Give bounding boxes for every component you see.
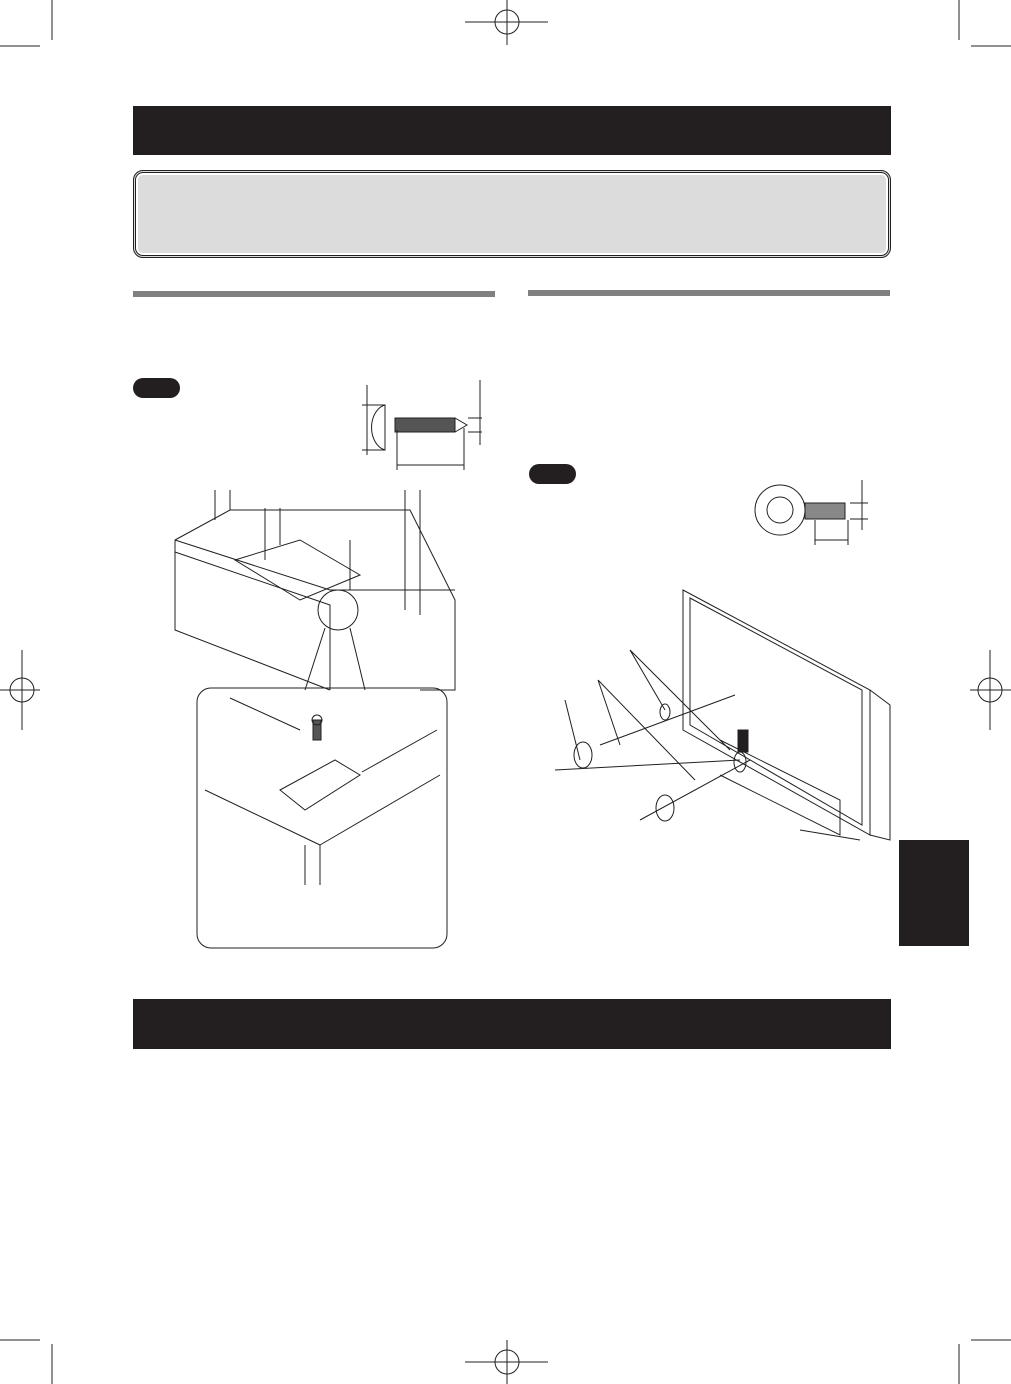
subheader-box [133, 170, 891, 258]
section-header-bar-bottom [133, 999, 891, 1049]
eye-bolt-diagram [754, 480, 868, 545]
right-section-rule [528, 290, 890, 296]
registration-mark-icon [9, 9, 1003, 1375]
section-header-bar-top [133, 106, 891, 155]
side-tab [899, 840, 969, 946]
wall-anchor-illustration [554, 589, 891, 841]
screw-diagram [362, 380, 482, 470]
note-badge-right [529, 464, 576, 484]
stand-mount-illustration [174, 490, 456, 691]
note-badge-left [133, 378, 180, 398]
left-section-rule [133, 291, 495, 297]
detail-callout-box [196, 687, 448, 949]
